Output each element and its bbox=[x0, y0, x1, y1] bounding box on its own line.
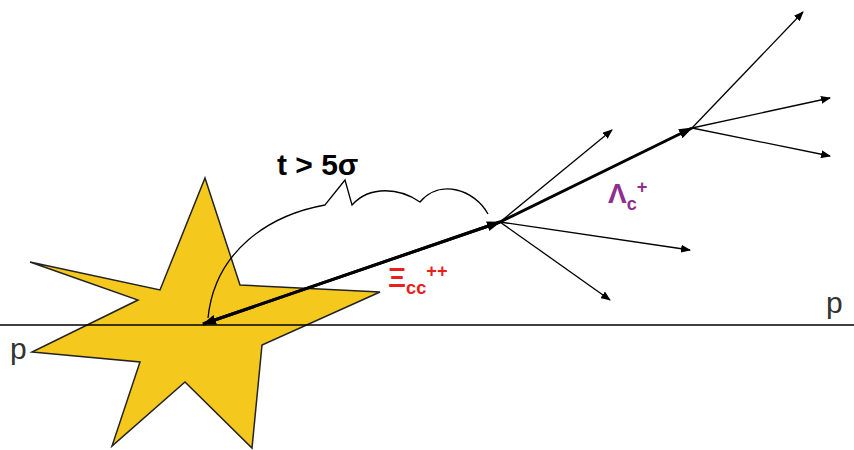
daughter-track bbox=[500, 222, 690, 250]
particle-label: Ξcc++ bbox=[388, 262, 448, 297]
particle-label: Λc+ bbox=[608, 178, 647, 213]
collision-star bbox=[30, 178, 380, 448]
daughter-track bbox=[692, 128, 830, 156]
beam-label: p bbox=[826, 288, 843, 318]
daughter-track bbox=[692, 98, 830, 128]
beam-label: p bbox=[10, 334, 27, 364]
xicc-track bbox=[203, 222, 500, 324]
daughter-track bbox=[500, 222, 610, 300]
daughter-track bbox=[692, 12, 803, 128]
time-bracket bbox=[208, 180, 488, 318]
beam-line bbox=[0, 324, 854, 326]
time-cut-label: t > 5σ bbox=[277, 150, 358, 180]
lambdac-track bbox=[500, 128, 692, 222]
xicc-track-head bbox=[203, 222, 500, 324]
